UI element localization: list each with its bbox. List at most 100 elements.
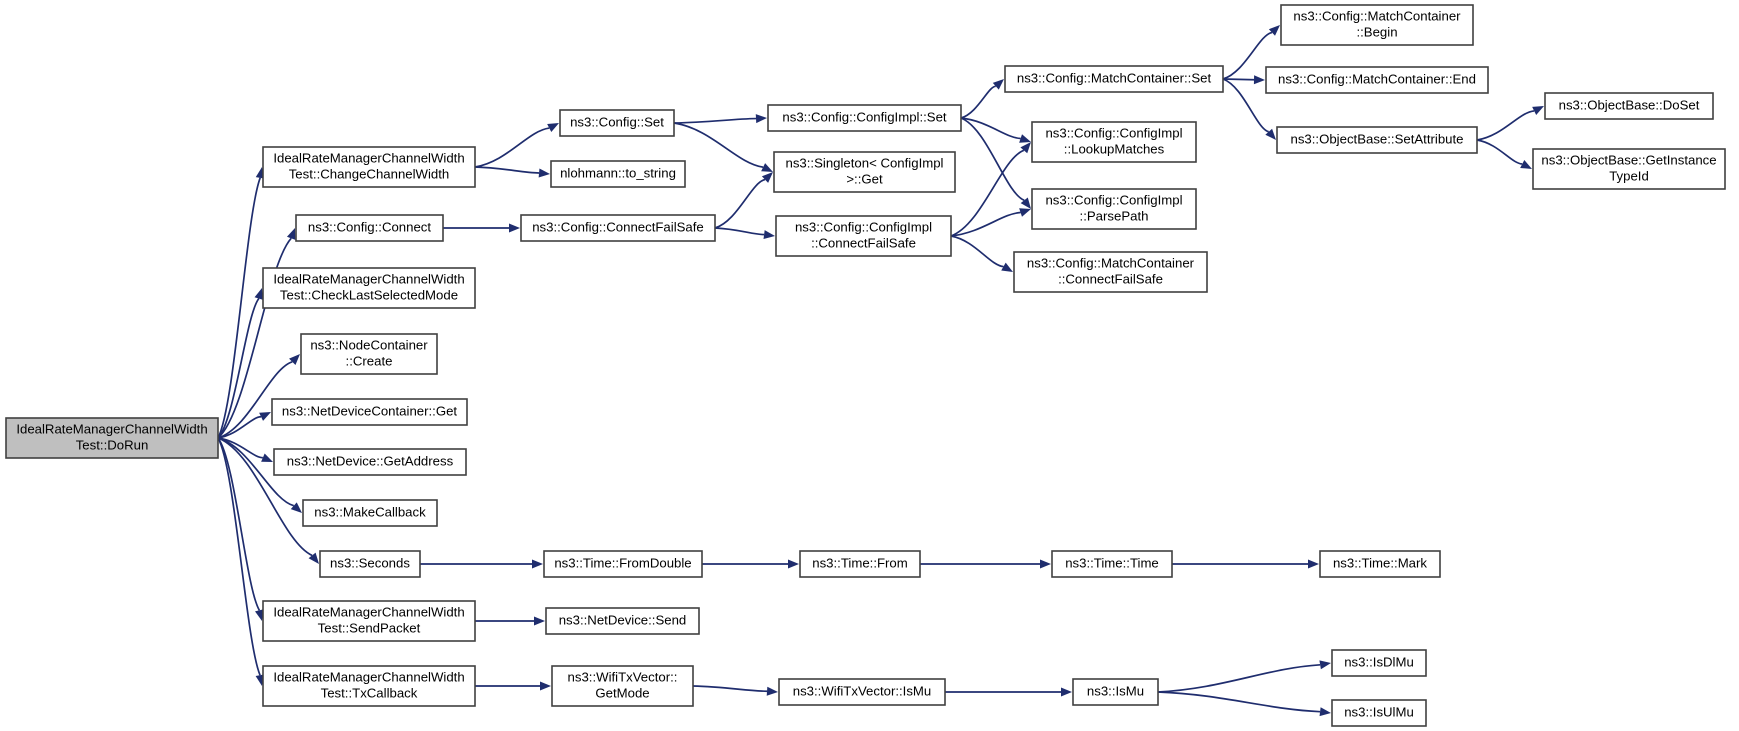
node-ns3-time-mark[interactable]: ns3::Time::Mark [1319, 550, 1441, 578]
node-ns3-objectbase-getinstance-typeid-box[interactable] [1532, 148, 1726, 190]
node-idealratemanagerchannelwidth-test-sendpacket[interactable]: IdealRateManagerChannelWidthTest::SendPa… [262, 600, 476, 642]
node-ns3-config-matchcontainer-connectfailsafe[interactable]: ns3::Config::MatchContainer::ConnectFail… [1013, 251, 1208, 293]
edge-ns3-config-connect-to-ns3-config-connectfailsafe [443, 223, 520, 233]
node-idealratemanagerchannelwidth-test-txcallback-box[interactable] [262, 665, 476, 707]
node-ns3-time-fromdouble[interactable]: ns3::Time::FromDouble [543, 550, 703, 578]
node-ns3-seconds-box[interactable] [319, 550, 421, 578]
node-idealratemanagerchannelwidth-test-changechannelwidth-box[interactable] [262, 146, 476, 188]
node-ns3-config-configimpl-set[interactable]: ns3::Config::ConfigImpl::Set [767, 104, 962, 132]
node-ns3-config-configimpl-lookupmatches-box[interactable] [1031, 121, 1197, 163]
node-ns3-wifitxvector-ismu-box[interactable] [778, 678, 946, 706]
node-ns3-netdevice-send[interactable]: ns3::NetDevice::Send [545, 607, 700, 635]
edge-idealratemanagerchannelwidth-test-dorun-to-idealratemanagerchannelwidth-test-checklastselectedmode [217, 288, 264, 439]
node-ns3-time-mark-box[interactable] [1319, 550, 1441, 578]
node-ns3-nodecontainer-create-box[interactable] [300, 333, 438, 375]
edge-ns3-config-configimpl-connectfailsafe-to-ns3-config-matchcontainer-connectfailsafe [950, 235, 1013, 272]
node-ns3-config-configimpl-lookupmatches[interactable]: ns3::Config::ConfigImpl::LookupMatches [1031, 121, 1197, 163]
arrow-head-icon [992, 79, 1004, 90]
node-ns3-wifitxvector-getmode-box[interactable] [551, 665, 694, 707]
node-ns3-objectbase-doset-box[interactable] [1544, 92, 1714, 120]
node-ns3-wifitxvector-ismu[interactable]: ns3::WifiTxVector::IsMu [778, 678, 946, 706]
node-ns3-config-configimpl-parsepath-box[interactable] [1031, 188, 1197, 230]
node-ns3-ismu-box[interactable] [1072, 678, 1159, 706]
node-ns3-time-from[interactable]: ns3::Time::From [799, 550, 921, 578]
node-ns3-seconds[interactable]: ns3::Seconds [319, 550, 421, 578]
node-ns3-config-configimpl-connectfailsafe[interactable]: ns3::Config::ConfigImpl::ConnectFailSafe [775, 215, 952, 257]
edge-idealratemanagerchannelwidth-test-dorun-to-ns3-seconds [217, 437, 319, 564]
node-ns3-config-connectfailsafe-box[interactable] [520, 214, 716, 242]
arrow-head-icon [1319, 660, 1331, 670]
node-ns3-wifitxvector-getmode[interactable]: ns3::WifiTxVector::GetMode [551, 665, 694, 707]
node-ns3-config-matchcontainer-connectfailsafe-box[interactable] [1013, 251, 1208, 293]
node-nlohmann-to-string-box[interactable] [550, 160, 686, 188]
node-ns3-objectbase-setattribute-box[interactable] [1276, 126, 1478, 154]
arrow-head-icon [290, 502, 302, 513]
arrow-head-icon [532, 559, 543, 569]
node-ns3-isulmu-box[interactable] [1331, 699, 1427, 727]
node-ns3-objectbase-doset[interactable]: ns3::ObjectBase::DoSet [1544, 92, 1714, 120]
arrow-head-icon [259, 412, 271, 421]
node-ns3-isdlmu[interactable]: ns3::IsDlMu [1331, 649, 1427, 677]
node-ns3-netdevice-getaddress[interactable]: ns3::NetDevice::GetAddress [273, 448, 467, 476]
node-idealratemanagerchannelwidth-test-dorun-box[interactable] [5, 417, 219, 459]
node-ns3-netdevice-getaddress-box[interactable] [273, 448, 467, 476]
node-idealratemanagerchannelwidth-test-checklastselectedmode[interactable]: IdealRateManagerChannelWidthTest::CheckL… [262, 267, 476, 309]
node-ns3-config-configimpl-set-box[interactable] [767, 104, 962, 132]
edge-ns3-time-fromdouble-to-ns3-time-from [702, 559, 799, 569]
arrow-head-icon [509, 223, 520, 233]
node-ns3-ismu[interactable]: ns3::IsMu [1072, 678, 1159, 706]
edge-ns3-config-configimpl-set-to-ns3-config-configimpl-lookupmatches [960, 117, 1031, 143]
node-ns3-time-time[interactable]: ns3::Time::Time [1051, 550, 1173, 578]
edge-idealratemanagerchannelwidth-test-dorun-to-idealratemanagerchannelwidth-test-sendpacket [217, 437, 264, 621]
node-ns3-config-set-box[interactable] [559, 109, 675, 137]
node-idealratemanagerchannelwidth-test-sendpacket-box[interactable] [262, 600, 476, 642]
node-nlohmann-to-string[interactable]: nlohmann::to_string [550, 160, 686, 188]
node-ns3-isulmu[interactable]: ns3::IsUlMu [1331, 699, 1427, 727]
node-ns3-isdlmu-box[interactable] [1331, 649, 1427, 677]
node-ns3-config-configimpl-connectfailsafe-box[interactable] [775, 215, 952, 257]
node-ns3-config-matchcontainer-begin-box[interactable] [1280, 4, 1474, 46]
node-ns3-config-configimpl-parsepath[interactable]: ns3::Config::ConfigImpl::ParsePath [1031, 188, 1197, 230]
edge-ns3-config-configimpl-connectfailsafe-to-ns3-config-configimpl-lookupmatches [950, 142, 1031, 237]
node-ns3-time-fromdouble-box[interactable] [543, 550, 703, 578]
node-ns3-makecallback[interactable]: ns3::MakeCallback [302, 499, 438, 527]
arrow-head-icon [1520, 159, 1532, 169]
edge-idealratemanagerchannelwidth-test-dorun-to-ns3-config-connect [217, 228, 296, 439]
arrow-head-icon [761, 172, 773, 183]
node-ns3-makecallback-box[interactable] [302, 499, 438, 527]
node-ns3-netdevicecontainer-get[interactable]: ns3::NetDeviceContainer::Get [271, 398, 468, 426]
node-ns3-config-matchcontainer-set[interactable]: ns3::Config::MatchContainer::Set [1004, 65, 1224, 93]
arrow-head-icon [1308, 559, 1319, 569]
node-ns3-objectbase-setattribute[interactable]: ns3::ObjectBase::SetAttribute [1276, 126, 1478, 154]
node-idealratemanagerchannelwidth-test-checklastselectedmode-box[interactable] [262, 267, 476, 309]
node-ns3-config-matchcontainer-begin[interactable]: ns3::Config::MatchContainer::Begin [1280, 4, 1474, 46]
node-ns3-config-connectfailsafe[interactable]: ns3::Config::ConnectFailSafe [520, 214, 716, 242]
edge-idealratemanagerchannelwidth-test-dorun-to-ns3-netdevicecontainer-get [217, 412, 271, 439]
node-ns3-config-connect-box[interactable] [295, 214, 444, 242]
node-ns3-nodecontainer-create[interactable]: ns3::NodeContainer::Create [300, 333, 438, 375]
node-idealratemanagerchannelwidth-test-changechannelwidth[interactable]: IdealRateManagerChannelWidthTest::Change… [262, 146, 476, 188]
node-ns3-config-matchcontainer-end-box[interactable] [1265, 66, 1489, 94]
node-idealratemanagerchannelwidth-test-txcallback[interactable]: IdealRateManagerChannelWidthTest::TxCall… [262, 665, 476, 707]
node-ns3-singleton-configimpl-get[interactable]: ns3::Singleton< ConfigImpl>::Get [773, 151, 956, 193]
node-ns3-singleton-configimpl-get-box[interactable] [773, 151, 956, 193]
node-ns3-netdevicecontainer-get-box[interactable] [271, 398, 468, 426]
node-ns3-time-from-box[interactable] [799, 550, 921, 578]
arrow-head-icon [534, 616, 545, 626]
node-ns3-config-matchcontainer-set-box[interactable] [1004, 65, 1224, 93]
arrow-head-icon [1253, 75, 1265, 85]
node-ns3-netdevice-send-box[interactable] [545, 607, 700, 635]
arrow-head-icon [547, 123, 559, 133]
edge-ns3-time-from-to-ns3-time-time [920, 559, 1051, 569]
edge-idealratemanagerchannelwidth-test-dorun-to-idealratemanagerchannelwidth-test-changechannelwidth [217, 167, 265, 439]
node-ns3-time-time-box[interactable] [1051, 550, 1173, 578]
arrow-head-icon [755, 114, 767, 124]
edge-idealratemanagerchannelwidth-test-dorun-to-ns3-nodecontainer-create [217, 354, 300, 439]
arrow-head-icon [254, 288, 264, 300]
node-ns3-config-connect[interactable]: ns3::Config::Connect [295, 214, 444, 242]
edge-idealratemanagerchannelwidth-test-dorun-to-ns3-makecallback [217, 437, 302, 513]
node-ns3-config-matchcontainer-end[interactable]: ns3::Config::MatchContainer::End [1265, 66, 1489, 94]
node-ns3-config-set[interactable]: ns3::Config::Set [559, 109, 675, 137]
